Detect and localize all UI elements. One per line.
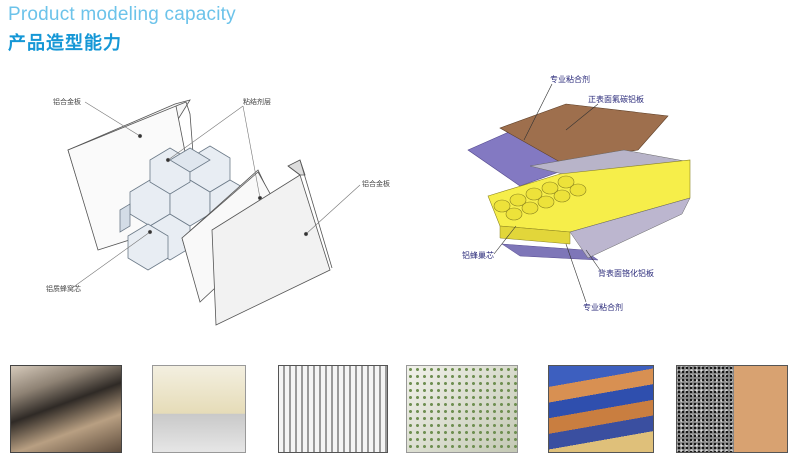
cut-honeycomb-sample [278,365,388,453]
layered-panel-diagram [467,103,691,261]
label-honeycomb-core-right: 铝蜂巢芯 [462,250,494,260]
granite-and-wood-panels-sample [676,365,788,453]
cream-edge-panel-sample [152,365,246,453]
label-front-panel: 正表面氟碳铝板 [588,94,644,104]
stone-faced-panel-sample [10,365,122,453]
label-honeycomb-core: 铝质蜂窝芯 [46,284,81,293]
label-adhesive-top: 专业粘合剂 [550,74,590,84]
stacked-colored-panels-sample [548,365,654,453]
title-chinese: 产品造型能力 [8,33,122,54]
label-back-panel: 背表面铬化铝板 [598,268,654,278]
perforated-panel-sample [406,365,518,453]
title-english: Product modeling capacity [8,4,236,25]
label-aluminum-sheet-right: 铝合金板 [362,179,390,188]
label-adhesive-bottom: 专业粘合剂 [583,302,623,312]
front-aluminum-sheet [211,174,331,326]
label-adhesive-layer: 粘结剂层 [243,97,271,106]
label-aluminum-sheet-top: 铝合金板 [53,97,81,106]
